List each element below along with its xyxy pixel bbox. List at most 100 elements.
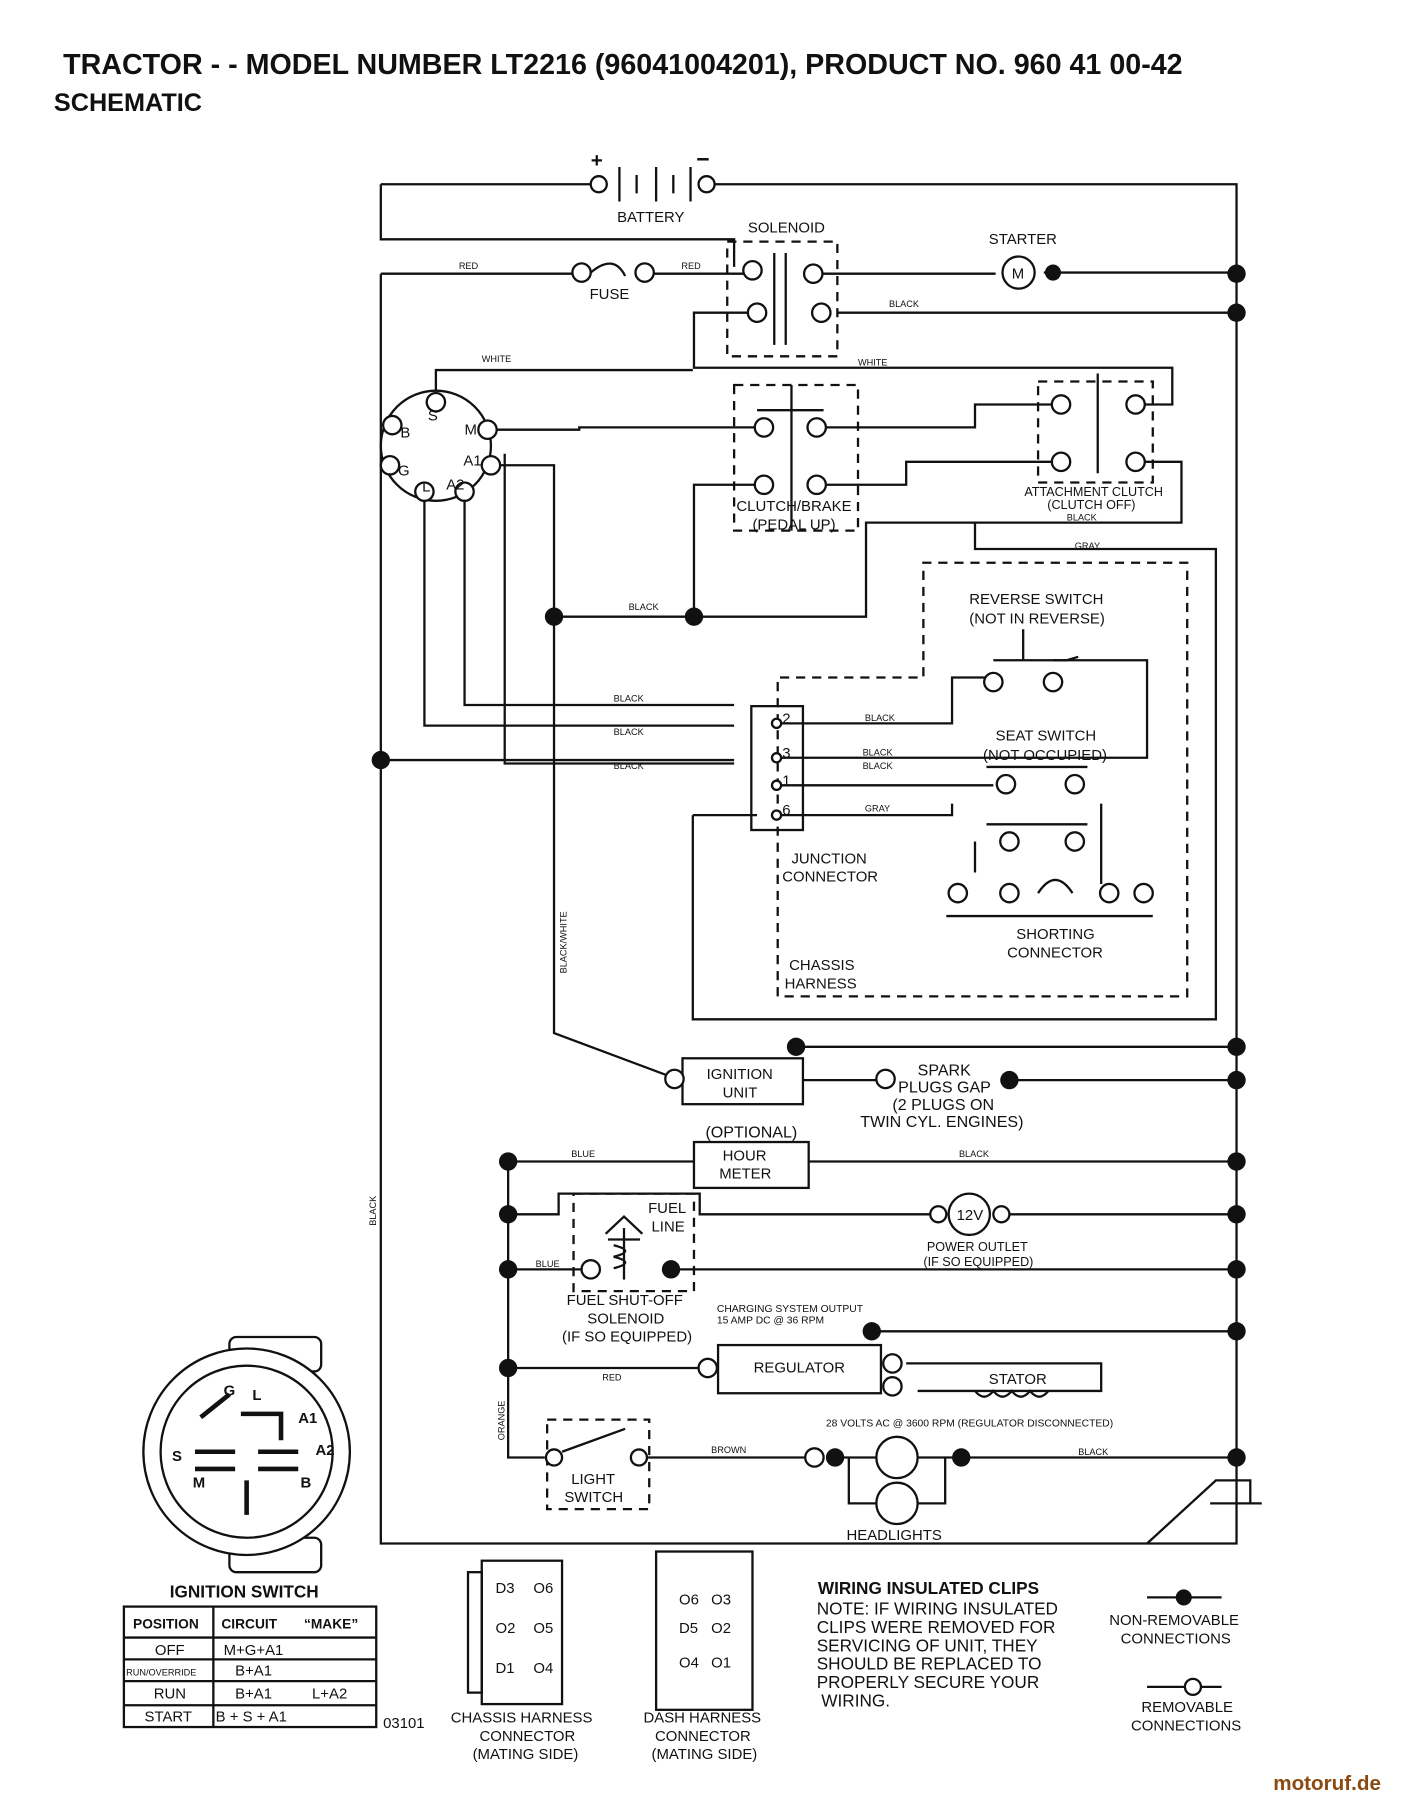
svg-text:SHORTING: SHORTING xyxy=(1016,927,1094,943)
svg-text:B: B xyxy=(400,426,410,442)
svg-text:“MAKE”: “MAKE” xyxy=(304,1616,358,1631)
svg-text:15 AMP DC @ 36 RPM: 15 AMP DC @ 36 RPM xyxy=(717,1315,824,1326)
wires xyxy=(379,183,1262,1545)
svg-text:GRAY: GRAY xyxy=(1075,541,1100,551)
svg-text:BLACK: BLACK xyxy=(614,727,644,737)
svg-text:O2: O2 xyxy=(496,1621,516,1637)
hour-meter xyxy=(692,1140,810,1190)
svg-text:(MATING SIDE): (MATING SIDE) xyxy=(473,1747,579,1763)
svg-text:D3: D3 xyxy=(496,1581,515,1597)
page-subtitle: SCHEMATIC xyxy=(54,89,202,117)
svg-text:CONNECTOR: CONNECTOR xyxy=(479,1729,575,1745)
svg-text:LINE: LINE xyxy=(652,1220,685,1236)
svg-text:JUNCTION: JUNCTION xyxy=(791,851,866,867)
solenoid xyxy=(742,253,832,345)
svg-text:POWER OUTLET: POWER OUTLET xyxy=(927,1240,1028,1254)
svg-text:START: START xyxy=(145,1709,192,1725)
svg-text:RED: RED xyxy=(459,261,479,271)
svg-text:(IF SO EQUIPPED): (IF SO EQUIPPED) xyxy=(562,1330,692,1346)
svg-text:O2: O2 xyxy=(711,1621,731,1637)
svg-text:LIGHT: LIGHT xyxy=(571,1472,615,1488)
svg-text:B: B xyxy=(301,1475,312,1491)
starter-label: STARTER xyxy=(989,232,1057,248)
svg-text:O4: O4 xyxy=(679,1655,699,1671)
svg-text:IGNITION: IGNITION xyxy=(707,1067,773,1083)
svg-text:BLACK: BLACK xyxy=(889,299,919,309)
svg-text:+: + xyxy=(591,149,603,172)
regulator xyxy=(716,1343,883,1395)
svg-text:6: 6 xyxy=(782,803,790,819)
svg-text:BLACK: BLACK xyxy=(1078,1447,1108,1457)
battery: + − BATTERY xyxy=(589,146,716,226)
svg-text:3: 3 xyxy=(782,746,790,762)
svg-text:BLACK: BLACK xyxy=(865,713,895,723)
svg-text:HOUR: HOUR xyxy=(723,1148,767,1164)
svg-text:L+A2: L+A2 xyxy=(312,1686,347,1702)
svg-text:POSITION: POSITION xyxy=(133,1616,199,1631)
svg-text:CONNECTIONS: CONNECTIONS xyxy=(1131,1718,1241,1734)
svg-text:RUN/OVERRIDE: RUN/OVERRIDE xyxy=(126,1667,196,1677)
fuel-shutoff-solenoid xyxy=(580,1215,644,1280)
svg-text:RED: RED xyxy=(681,261,701,271)
svg-text:REGULATOR: REGULATOR xyxy=(754,1361,846,1377)
svg-text:HEADLIGHTS: HEADLIGHTS xyxy=(847,1528,942,1544)
power-outlet xyxy=(947,1192,992,1237)
attachment-clutch-switch xyxy=(1050,373,1146,474)
svg-text:(CLUTCH OFF): (CLUTCH OFF) xyxy=(1047,498,1135,512)
svg-text:M+G+A1: M+G+A1 xyxy=(224,1643,284,1659)
svg-text:M: M xyxy=(193,1475,205,1491)
svg-text:CLIPS WERE REMOVED FOR: CLIPS WERE REMOVED FOR xyxy=(817,1617,1056,1637)
svg-text:(2 PLUGS ON: (2 PLUGS ON xyxy=(892,1096,994,1114)
page-title: TRACTOR - - MODEL NUMBER LT2216 (9604100… xyxy=(63,49,1183,81)
svg-text:BROWN: BROWN xyxy=(711,1445,746,1455)
svg-text:WHITE: WHITE xyxy=(482,354,512,364)
svg-text:(PEDAL UP): (PEDAL UP) xyxy=(752,518,835,534)
svg-text:UNIT: UNIT xyxy=(723,1085,758,1101)
svg-text:B + S + A1: B + S + A1 xyxy=(216,1709,287,1725)
ignition-switch-title: IGNITION SWITCH xyxy=(170,1581,319,1601)
svg-text:NOTE: IF WIRING INSULATED: NOTE: IF WIRING INSULATED xyxy=(817,1599,1058,1619)
svg-text:CONNECTOR: CONNECTOR xyxy=(1007,945,1103,961)
svg-text:G: G xyxy=(224,1384,236,1400)
svg-text:L: L xyxy=(252,1388,261,1404)
svg-text:CHARGING SYSTEM OUTPUT: CHARGING SYSTEM OUTPUT xyxy=(717,1304,864,1315)
svg-text:WIRING INSULATED CLIPS: WIRING INSULATED CLIPS xyxy=(818,1578,1039,1598)
svg-text:BLACK: BLACK xyxy=(368,1196,378,1226)
svg-text:BLACK: BLACK xyxy=(614,694,644,704)
wiring-note: WIRING INSULATED CLIPS NOTE: IF WIRING I… xyxy=(817,1578,1058,1710)
headlights xyxy=(804,1435,947,1526)
svg-text:CHASSIS HARNESS: CHASSIS HARNESS xyxy=(451,1710,593,1726)
svg-text:(IF SO EQUIPPED): (IF SO EQUIPPED) xyxy=(923,1255,1033,1269)
svg-text:PLUGS GAP: PLUGS GAP xyxy=(898,1079,991,1097)
svg-text:(NOT OCCUPIED): (NOT OCCUPIED) xyxy=(983,748,1107,764)
svg-text:BLACK: BLACK xyxy=(629,602,659,612)
svg-text:STATOR: STATOR xyxy=(989,1372,1047,1388)
svg-text:PROPERLY SECURE YOUR: PROPERLY SECURE YOUR xyxy=(817,1672,1040,1692)
svg-text:M: M xyxy=(1012,266,1024,282)
svg-text:O3: O3 xyxy=(711,1592,731,1608)
svg-text:FUEL: FUEL xyxy=(648,1201,686,1217)
svg-text:SERVICING OF UNIT, THEY: SERVICING OF UNIT, THEY xyxy=(817,1635,1038,1655)
svg-text:BLACK: BLACK xyxy=(614,761,644,771)
svg-text:O5: O5 xyxy=(533,1621,553,1637)
svg-text:A2: A2 xyxy=(446,477,464,493)
reverse-switch xyxy=(983,629,1079,693)
svg-text:CLUTCH/BRAKE: CLUTCH/BRAKE xyxy=(736,499,851,515)
svg-text:HARNESS: HARNESS xyxy=(785,976,857,992)
svg-text:REVERSE SWITCH: REVERSE SWITCH xyxy=(969,592,1103,608)
svg-text:WIRING.: WIRING. xyxy=(821,1690,890,1710)
svg-text:GRAY: GRAY xyxy=(865,804,890,814)
svg-text:BLACK: BLACK xyxy=(959,1149,989,1159)
svg-text:28 VOLTS AC @ 3600 RPM (REGULA: 28 VOLTS AC @ 3600 RPM (REGULATOR DISCON… xyxy=(826,1419,1113,1430)
svg-text:BLACK: BLACK xyxy=(1067,512,1097,522)
shorting-connector xyxy=(946,878,1154,918)
svg-text:CONNECTIONS: CONNECTIONS xyxy=(1121,1631,1231,1647)
svg-text:O6: O6 xyxy=(679,1592,699,1608)
svg-text:BLUE: BLUE xyxy=(536,1259,560,1269)
svg-text:S: S xyxy=(428,409,438,425)
